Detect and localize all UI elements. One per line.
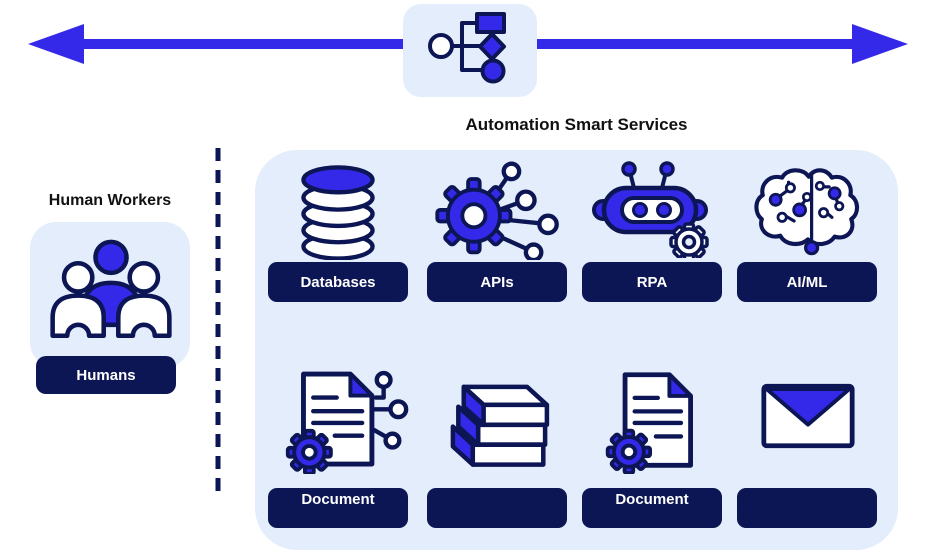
humans-label-pill: Humans <box>36 356 176 394</box>
arrowhead-left-icon <box>28 24 84 64</box>
service-label-apis: APIs <box>427 262 567 302</box>
humans-label: Humans <box>76 366 136 384</box>
service-label-rpa: RPA <box>582 262 722 302</box>
section-divider <box>215 148 221 500</box>
service-label-document-1: Document <box>268 488 408 528</box>
document-gear-part-icon <box>285 428 333 474</box>
arrowhead-right-icon <box>852 24 908 64</box>
service-label-email <box>737 488 877 528</box>
people-group-icon <box>50 239 172 339</box>
service-label-databases: Databases <box>268 262 408 302</box>
service-label-text: APIs <box>480 273 514 291</box>
service-label-books <box>427 488 567 528</box>
service-label-aiml: AI/ML <box>737 262 877 302</box>
flowchart-icon <box>428 11 506 83</box>
human-workers-title: Human Workers <box>48 192 172 209</box>
robot-icon <box>592 161 709 258</box>
service-label-document-2: Document <box>582 488 722 528</box>
document-gear-icon <box>605 372 693 474</box>
services-section-title: Automation Smart Services <box>465 115 688 134</box>
service-label-text: Databases <box>300 273 376 291</box>
books-stack-icon <box>450 384 550 467</box>
brain-circuit-icon <box>754 168 860 256</box>
service-label-text: RPA <box>636 273 668 291</box>
human-workers-card <box>30 222 190 368</box>
process-node-card <box>403 4 537 97</box>
envelope-icon <box>761 383 855 449</box>
database-stack-icon <box>301 165 375 260</box>
gear-network-icon <box>435 161 559 260</box>
service-label-text: AI/ML <box>786 273 828 291</box>
document-extraction-icon <box>285 370 409 474</box>
